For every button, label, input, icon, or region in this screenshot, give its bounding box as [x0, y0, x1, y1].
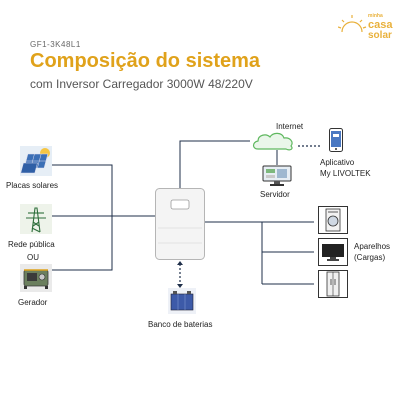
generator-node — [20, 264, 52, 292]
arrow-down-icon — [177, 284, 183, 288]
arrow-up-icon — [177, 261, 183, 265]
refrigerator-icon — [318, 270, 348, 298]
server-label: Servidor — [260, 190, 290, 199]
battery-label: Banco de baterias — [148, 320, 213, 329]
battery-node — [168, 288, 196, 314]
washing-machine-icon — [318, 206, 348, 234]
battery-icon — [168, 288, 196, 314]
smartphone-icon — [329, 128, 343, 152]
generator-label: Gerador — [18, 298, 48, 307]
solar-panel-icon — [20, 146, 52, 176]
load-fridge-node — [318, 270, 348, 298]
internet-label: Internet — [276, 122, 304, 131]
logo-line1: minha — [368, 13, 383, 19]
load-washer-node — [318, 206, 348, 234]
monitor-icon — [262, 165, 292, 186]
power-tower-icon — [20, 204, 52, 234]
brand-logo: minha casa solar — [337, 6, 398, 42]
page-title: Composição do sistema — [30, 50, 261, 72]
load-tv-node — [318, 238, 348, 266]
logo-line3: solar — [368, 30, 392, 41]
or-label: OU — [27, 253, 39, 262]
server-node — [262, 165, 292, 187]
source-bus-line — [52, 164, 113, 271]
inverter-node — [155, 188, 205, 260]
inverter-icon — [155, 188, 205, 260]
solar-panels-node — [20, 146, 52, 176]
grid-label: Rede pública — [8, 240, 55, 249]
sun-logo-icon: minha casa solar — [337, 13, 393, 41]
appliances-label-line1: Aparelhos — [354, 242, 391, 251]
solar-panels-label: Placas solares — [6, 181, 59, 190]
cloud-icon — [252, 132, 293, 151]
page-subtitle: com Inversor Carregador 3000W 48/220V — [30, 77, 253, 91]
app-label-line1: Aplicativo — [320, 158, 355, 167]
internet-node — [250, 130, 298, 152]
generator-icon — [20, 264, 52, 292]
tv-icon — [318, 238, 348, 266]
app-node — [329, 128, 343, 152]
inverter-internet-line — [179, 140, 250, 188]
model-code: GF1-3K48L1 — [30, 40, 81, 49]
app-label-line2: My LIVOLTEK — [320, 169, 371, 178]
appliances-label-line2: (Cargas) — [354, 253, 386, 262]
grid-node — [20, 204, 52, 234]
logo-line2: casa — [368, 19, 393, 31]
